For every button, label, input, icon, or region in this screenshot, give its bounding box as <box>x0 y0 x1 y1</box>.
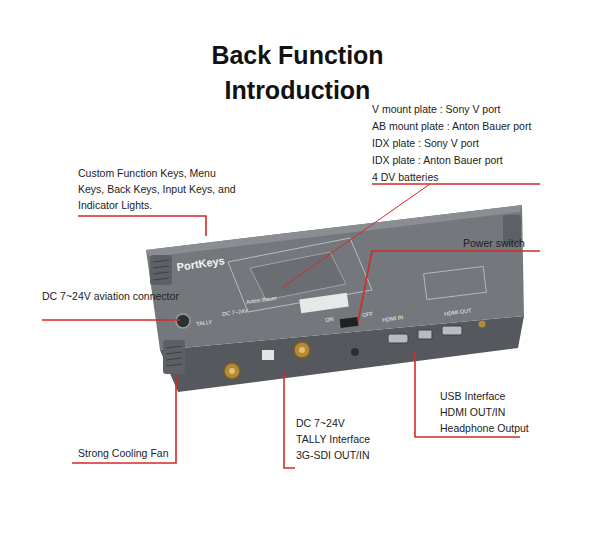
headphone-jack <box>479 321 486 328</box>
panel-text: ON <box>325 317 334 324</box>
callout-text: Headphone Output <box>440 421 529 437</box>
bnc-pin <box>299 347 305 353</box>
hdmi-port <box>442 326 462 335</box>
hdmi-port <box>388 334 408 343</box>
usb-port <box>418 330 432 339</box>
callout-text: IDX plate : Sony V port <box>372 136 479 152</box>
power-switch <box>340 317 359 328</box>
bnc-pin <box>229 368 235 374</box>
leader-line <box>42 184 540 468</box>
callout-text: Custom Function Keys, Menu Keys, Back Ke… <box>78 166 243 213</box>
callout-text: HDMI OUT/IN <box>440 405 505 421</box>
device-edge <box>146 205 522 257</box>
callout-text: Power switch <box>463 236 525 252</box>
callout-text: 3G-SDI OUT/IN <box>296 448 370 464</box>
callout-text: TALLY Interface <box>296 432 370 448</box>
callout-text: IDX plate : Anton Bauer port <box>372 153 503 169</box>
dc-port <box>351 348 359 356</box>
cooling-fan <box>150 255 172 285</box>
callout-text: 4 DV batteries <box>372 170 439 186</box>
callout-text: USB Interface <box>440 389 505 405</box>
bnc-connector <box>224 363 240 379</box>
callout-text: AB mount plate : Anton Bauer port <box>372 119 531 135</box>
cooling-fan <box>163 340 185 374</box>
callout-text: V mount plate : Sony V port <box>372 102 500 118</box>
aviation-connector <box>176 314 190 328</box>
spec-label <box>424 266 487 299</box>
device-back <box>146 205 524 350</box>
serial-sticker <box>299 293 348 314</box>
callout-text: DC 7~24V aviation connector <box>42 289 192 305</box>
bnc-connector <box>294 342 310 358</box>
tally-port <box>262 350 274 360</box>
diagram-title: Back Function Introduction <box>190 38 405 108</box>
fan-grille <box>153 260 182 366</box>
callout-text: DC 7~24V <box>296 416 345 432</box>
callout-text: Strong Cooling Fan <box>78 446 168 462</box>
